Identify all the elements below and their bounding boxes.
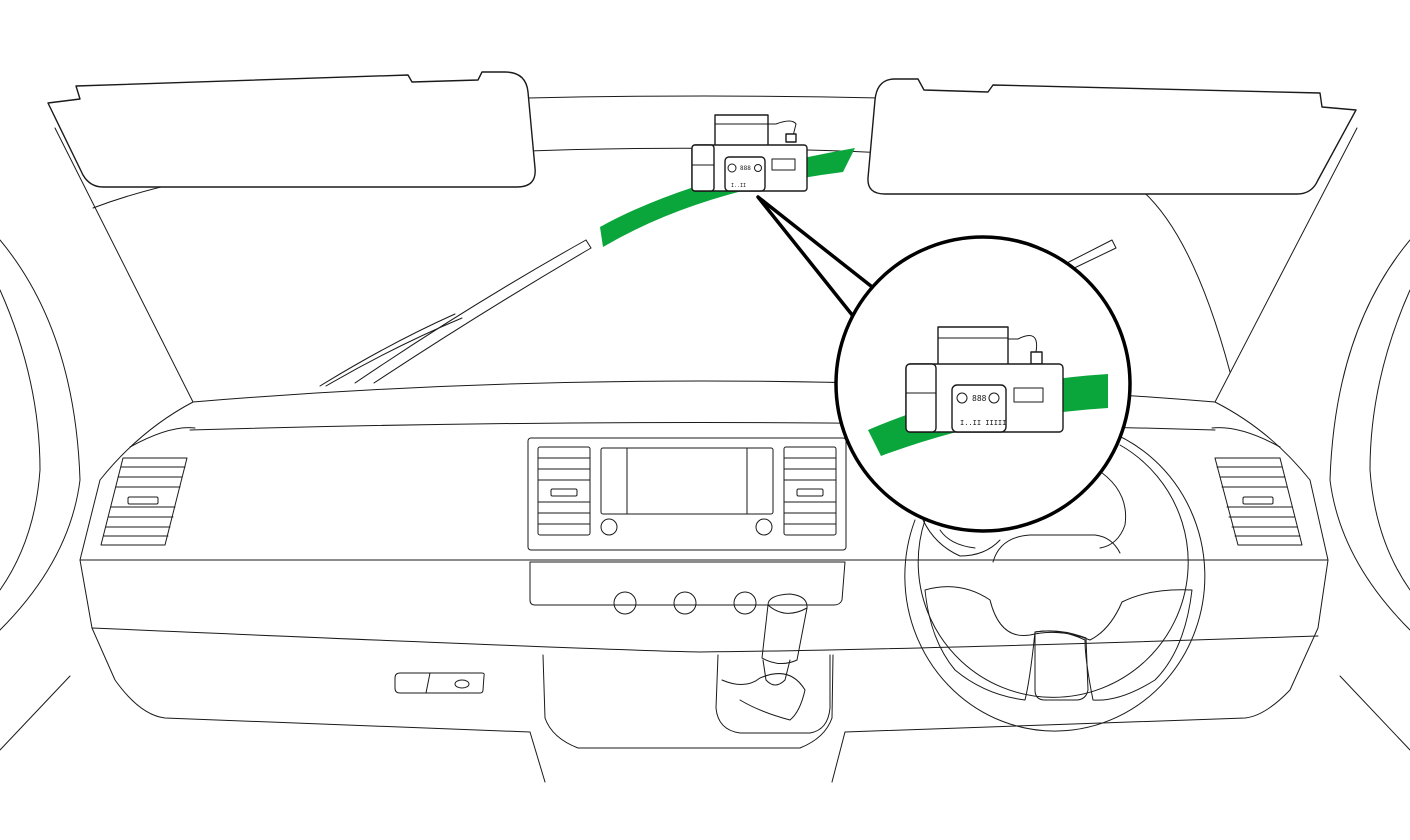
center-stack — [527, 437, 847, 615]
steering-wheel-icon — [904, 429, 1206, 732]
svg-text:I..II: I..II — [731, 183, 746, 189]
dashboard — [79, 401, 1329, 783]
side-frame-left — [0, 239, 81, 751]
air-vent-icon — [100, 457, 188, 546]
gear-lever-icon — [715, 593, 831, 734]
dashcam-icon: 888 I..II — [691, 114, 808, 192]
center-console — [529, 561, 846, 749]
sun-visor-left-icon — [47, 71, 536, 188]
svg-text:888: 888 — [972, 394, 987, 403]
side-frame-right — [1329, 239, 1410, 751]
magnifier-callout-icon: 888 I..II IIIII — [756, 195, 1132, 533]
svg-text:888: 888 — [740, 165, 751, 172]
air-vent-icon — [1214, 457, 1303, 546]
air-vent-icon — [783, 446, 837, 536]
wiper-icon — [319, 239, 1117, 387]
dashcam-magnified-icon: 888 I..II IIIII — [905, 326, 1064, 433]
svg-text:I..II IIIII: I..II IIIII — [960, 419, 1006, 427]
glovebox-handle — [394, 672, 485, 694]
air-vent-icon — [537, 446, 591, 536]
sun-visor-right-icon — [867, 78, 1357, 195]
